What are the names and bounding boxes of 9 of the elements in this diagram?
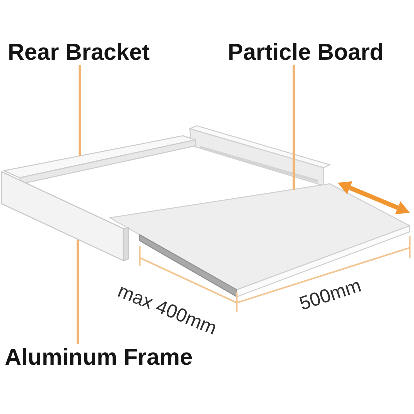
rear-bracket — [4, 136, 196, 184]
callout-label: Particle Board — [228, 39, 384, 65]
frame-side-plate — [2, 172, 130, 262]
leader-line — [78, 65, 82, 156]
leader-line — [76, 240, 80, 344]
leader-line — [292, 65, 296, 190]
dimension-label: 500mm — [296, 275, 364, 315]
callout-label: Rear Bracket — [8, 39, 150, 65]
callout-label: Aluminum Frame — [5, 344, 193, 370]
